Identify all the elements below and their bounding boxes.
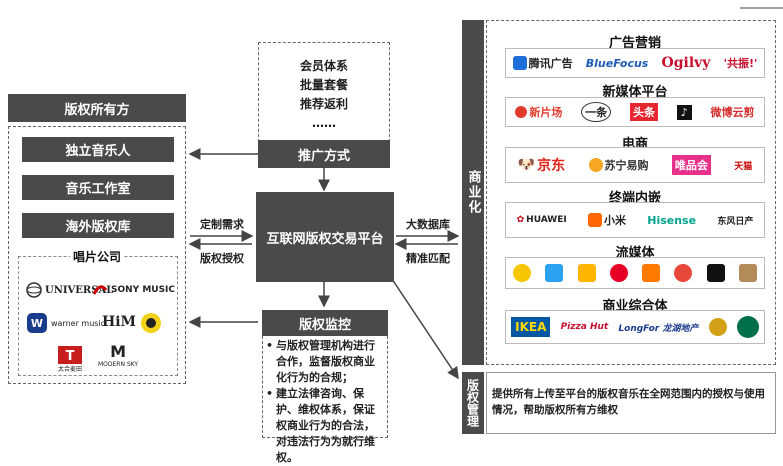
- changba-icon: [674, 264, 693, 282]
- vipshop-logo: 唯品会: [671, 155, 711, 175]
- owner-item-overseas: 海外版权库: [22, 213, 174, 238]
- hisense-logo: Hisense: [647, 213, 697, 227]
- jd-logo: 🐶京东: [517, 157, 566, 174]
- logos-embedded: ✿HUAWEI 小米 Hisense 东风日产: [505, 202, 765, 238]
- connector-lines: [188, 7, 783, 380]
- monitor-box: [262, 336, 388, 438]
- section-title-new-media: 新媒体平台: [602, 85, 668, 100]
- logos-streaming: [505, 257, 765, 289]
- promo-line-membership: 会员体系: [299, 59, 348, 73]
- logos-commercial-complex: IKEA Pizza Hut LongFor 龙湖地产: [505, 310, 765, 344]
- arrow-platform-to-rights: [389, 275, 459, 380]
- weibo-yunjian-logo: 微博云剪: [710, 106, 755, 119]
- section-title-ad-marketing: 广告营销: [608, 36, 661, 51]
- wanda-icon: [708, 318, 727, 336]
- flow-label-big-data: 大数据库: [406, 218, 450, 231]
- him-logo: HiM: [102, 314, 137, 330]
- tmall-logo: 天猫: [734, 161, 753, 172]
- platform-title: 互联网版权交易平台: [256, 192, 394, 282]
- owners-box: [8, 126, 186, 384]
- logos-new-media: 新片场 一条 头条 ♪ 微博云剪: [505, 97, 765, 127]
- record-labels-label: 唱片公司: [70, 248, 124, 265]
- gongzhen-logo: '共振!': [723, 57, 758, 70]
- netease-music-icon: [609, 264, 628, 282]
- rights-box: [486, 372, 776, 434]
- promo-line-ellipsis: ……: [312, 116, 336, 130]
- dongfeng-nissan-logo: 东风日产: [717, 216, 754, 227]
- flow-label-precise-match: 精准匹配: [406, 252, 450, 265]
- monitor-bullet-1: 与版权管理机构进行合作，监督版权商业化行为的合规；: [276, 339, 376, 384]
- owner-item-indie: 独立音乐人: [22, 137, 174, 162]
- starbucks-icon: [736, 316, 759, 338]
- douyin-icon: [706, 264, 725, 282]
- xinpianchang-logo: 新片场: [515, 104, 562, 120]
- commercial-label: 商业化: [462, 20, 484, 365]
- flow-label-custom-demand: 定制需求: [200, 218, 244, 231]
- rights-label: 版权管理: [462, 372, 484, 434]
- longfor-logo: LongFor 龙湖地产: [618, 323, 699, 334]
- flow-label-copyright-license: 版权授权: [200, 252, 244, 265]
- rights-text: 提供所有上传至平台的版权音乐在全网范围内的授权与使用情况，帮助版权所有方维权: [492, 388, 765, 416]
- kugou-icon: [545, 264, 564, 282]
- promo-line-bulk: 批量套餐: [299, 78, 348, 92]
- universal-logo: UNIVERSAL: [26, 282, 113, 298]
- qq-music-icon: [513, 264, 532, 282]
- xiami-icon: [642, 264, 661, 282]
- svg-text:T: T: [66, 349, 75, 364]
- ximalaya-icon: [738, 264, 757, 282]
- monitor-bullets: • 与版权管理机构进行合作，监督版权商业化行为的合规； • 建立法律咨询、保护、…: [266, 338, 386, 466]
- ikea-logo: IKEA: [511, 317, 551, 337]
- promo-title: 推广方式: [258, 140, 390, 168]
- douyin-logo: ♪: [676, 104, 692, 120]
- promo-lines: 会员体系 批量套餐 推荐返利 ……: [258, 57, 390, 133]
- pizza-hut-logo: Pizza Hut: [560, 322, 609, 332]
- owners-header: 版权所有方: [8, 94, 186, 122]
- taihe-maitian-logo: T 太合麦田: [58, 346, 82, 373]
- logos-ecommerce: 🐶京东 苏宁易购 唯品会 天猫: [505, 147, 765, 183]
- bluefocus-logo: BlueFocus: [585, 56, 649, 70]
- xiaomi-logo: 小米: [587, 212, 626, 228]
- commercial-box: [486, 20, 776, 365]
- promo-line-referral: 推荐返利: [299, 97, 348, 111]
- tencent-ads-logo: 腾讯广告: [512, 55, 573, 71]
- monitor-bullet-2: 建立法律咨询、保护、维权体系，保证权商业行为的合法，对违法行为为就行维权。: [276, 387, 376, 464]
- monitor-title: 版权监控: [262, 310, 388, 336]
- svg-text:W: W: [31, 317, 43, 330]
- logos-ad-marketing: 腾讯广告 BlueFocus Ogilvy '共振!': [505, 48, 765, 78]
- sony-music-logo: SONY MUSIC: [92, 282, 175, 298]
- yitiao-logo: 一条: [581, 102, 612, 122]
- ogilvy-logo: Ogilvy: [661, 55, 711, 71]
- modern-sky-logo: M MODERN SKY: [98, 342, 139, 368]
- kuwo-icon: [577, 264, 596, 282]
- owner-item-studio: 音乐工作室: [22, 175, 174, 200]
- toutiao-logo: 头条: [629, 103, 658, 121]
- warner-music-logo: W warner music: [26, 312, 105, 334]
- huawei-logo: ✿HUAWEI: [516, 215, 567, 225]
- suning-logo: 苏宁易购: [588, 157, 649, 173]
- circle-label-logo: [140, 312, 162, 338]
